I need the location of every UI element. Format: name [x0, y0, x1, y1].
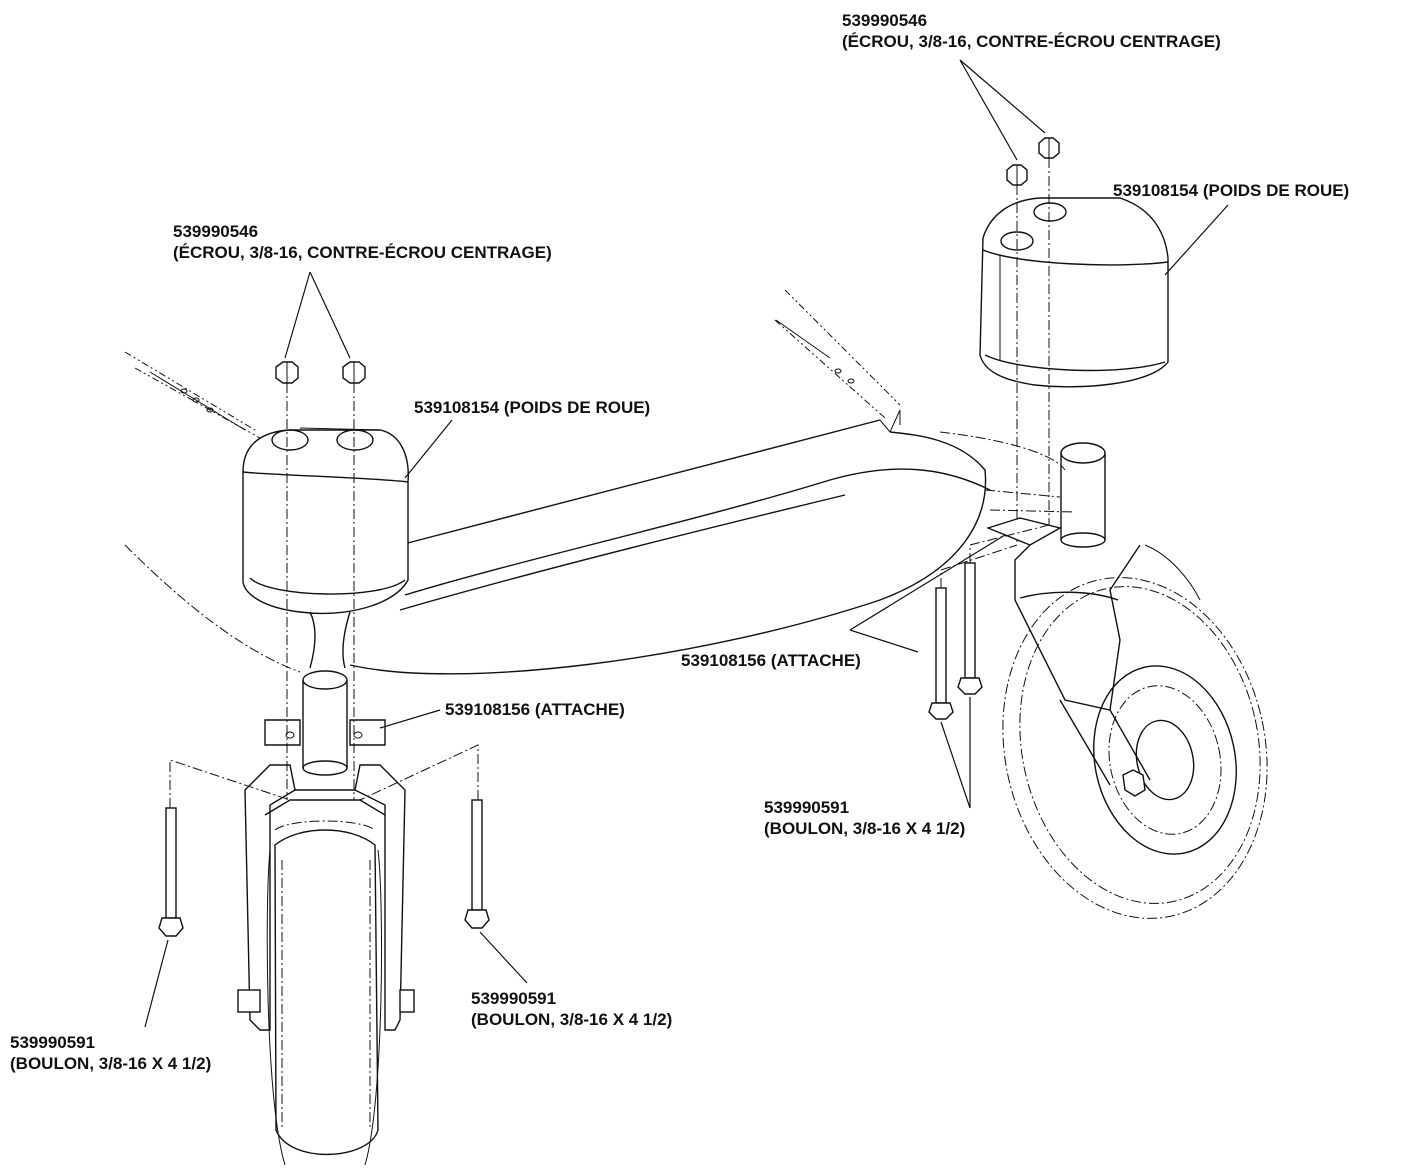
callout-text: 539108154 (POIDS DE ROUE): [414, 398, 651, 417]
callout-description: (BOULON, 3/8-16 X 4 1/2): [10, 1054, 212, 1073]
left-wheel-weight: [242, 427, 409, 615]
callout-bracket-left: 539108156 (ATTACHE): [445, 699, 625, 720]
right-nuts: [1006, 137, 1060, 545]
callout-part-number: 539990546: [842, 11, 928, 30]
right-bolts: [928, 524, 1050, 720]
callout-text: 539108154 (POIDS DE ROUE): [1113, 181, 1350, 200]
callout-weight-right: 539108154 (POIDS DE ROUE): [1113, 180, 1349, 201]
right-wheel: [1002, 544, 1268, 919]
callout-weight-left: 539108154 (POIDS DE ROUE): [414, 397, 650, 418]
callout-part-number: 539990591: [10, 1033, 96, 1052]
left-caster-assembly: [244, 611, 406, 1031]
callout-bracket-right: 539108156 (ATTACHE): [681, 650, 861, 671]
left-bolts: [158, 744, 490, 937]
callout-part-number: 539990546: [173, 222, 259, 241]
right-caster-assembly: [985, 442, 1151, 786]
callout-bolt-center: 539990591 (BOULON, 3/8-16 X 4 1/2): [471, 988, 672, 1030]
mower-deck: [124, 289, 1076, 675]
callout-nut-left: 539990546 (ÉCROU, 3/8-16, CONTRE-ÉCROU C…: [173, 221, 552, 263]
left-nuts: [275, 361, 366, 800]
right-wheel-weight: [979, 197, 1169, 388]
callout-part-number: 539990591: [764, 798, 850, 817]
callout-bolt-right: 539990591 (BOULON, 3/8-16 X 4 1/2): [764, 797, 965, 839]
callout-bolt-left: 539990591 (BOULON, 3/8-16 X 4 1/2): [10, 1032, 211, 1074]
callout-description: (ÉCROU, 3/8-16, CONTRE-ÉCROU CENTRAGE): [842, 32, 1221, 51]
callout-text: 539108156 (ATTACHE): [445, 700, 625, 719]
left-frame-rail: [124, 351, 261, 439]
callout-nut-right: 539990546 (ÉCROU, 3/8-16, CONTRE-ÉCROU C…: [842, 10, 1221, 52]
callout-text: 539108156 (ATTACHE): [681, 651, 861, 670]
callout-description: (ÉCROU, 3/8-16, CONTRE-ÉCROU CENTRAGE): [173, 243, 552, 262]
leader-lines: [144, 59, 1229, 1028]
callout-description: (BOULON, 3/8-16 X 4 1/2): [471, 1010, 673, 1029]
left-wheel: [237, 829, 415, 1166]
callout-part-number: 539990591: [471, 989, 557, 1008]
callout-description: (BOULON, 3/8-16 X 4 1/2): [764, 819, 966, 838]
